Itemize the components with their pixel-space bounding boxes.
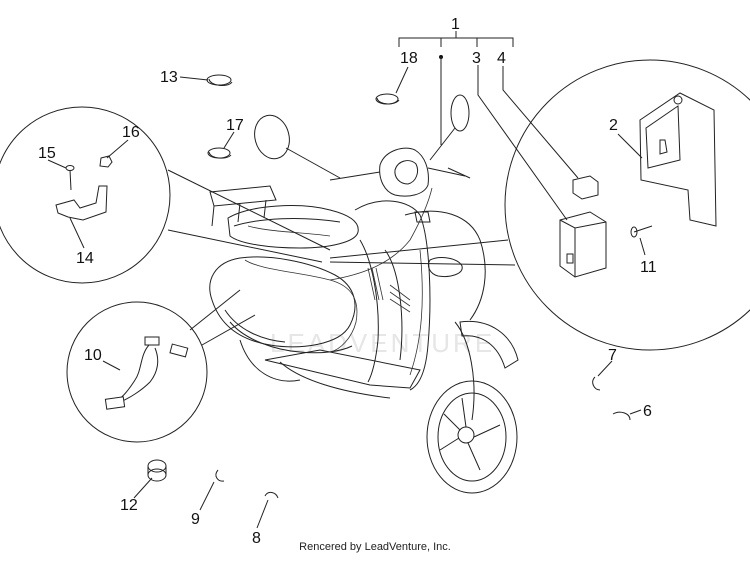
callout-labels: 1 2 3 4 15 6 7 8 9 10 11 12 13 14 16 17 …: [38, 16, 657, 547]
callout-11: 11: [640, 259, 657, 276]
callout-1: 1: [451, 16, 460, 33]
screw-part: [630, 225, 653, 238]
callout-4: 4: [497, 50, 506, 67]
callout-14: 14: [76, 250, 94, 267]
callout-13: 13: [160, 69, 178, 86]
callout-8: 8: [252, 530, 261, 547]
callout-9: 9: [191, 511, 200, 528]
bracket-part: [55, 185, 108, 221]
clip-part: [612, 411, 631, 421]
callout-12: 12: [120, 497, 138, 514]
clamp-part: [206, 74, 400, 159]
callout-7: 7: [608, 347, 617, 364]
clip-part: [215, 469, 225, 482]
clip-part: [592, 376, 601, 391]
callout-15: 15: [38, 145, 56, 162]
connector-part: [169, 343, 189, 358]
callout-17: 17: [226, 117, 244, 134]
connector-part: [104, 396, 126, 410]
nut-part: [99, 155, 113, 168]
credit-text: Rencered by LeadVenture, Inc.: [299, 541, 451, 553]
clip-part: [264, 491, 279, 499]
callout-10: 10: [84, 347, 102, 364]
callout-2: 2: [609, 117, 618, 134]
callout-18: 18: [400, 50, 418, 67]
callout-6: 6: [643, 403, 652, 420]
scooter-illustration: [209, 94, 519, 494]
detail-circle-left: [0, 106, 331, 284]
leader-lines: [47, 31, 646, 529]
detail-circle-harness: [66, 289, 256, 443]
callout-3: 3: [472, 50, 481, 67]
control-unit-part: [559, 211, 607, 278]
screw-part: [65, 165, 75, 191]
callout-16: 16: [122, 124, 140, 141]
bracket-plate-part: [639, 92, 717, 227]
fuse-part: [572, 175, 599, 200]
grommet-part: [147, 459, 167, 482]
detail-circle-right: [329, 59, 750, 351]
connector-part: [144, 336, 160, 346]
